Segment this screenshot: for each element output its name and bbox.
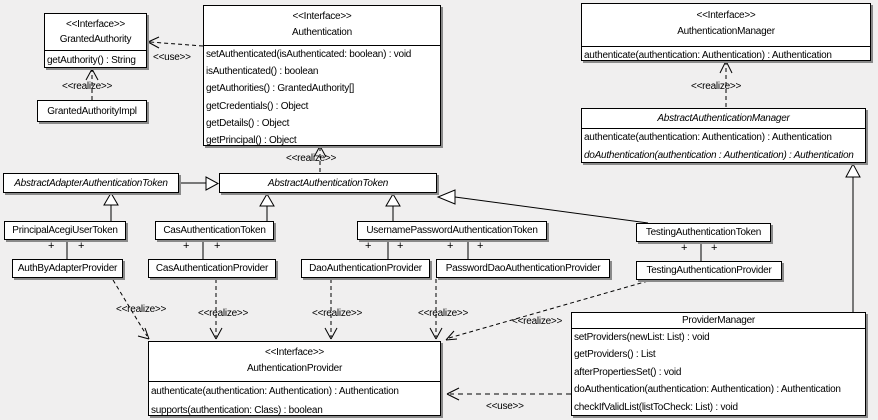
stereotype-label: <<Interface>>: [696, 10, 756, 21]
method-row: isAuthenticated() : boolean: [206, 66, 319, 78]
class-name: CasAuthenticationProvider: [155, 263, 269, 274]
class-name: AbstractAuthenticationManager: [657, 113, 790, 124]
multiplicity-label: +: [397, 240, 404, 252]
class-cas-authentication-token: CasAuthenticationToken: [155, 221, 274, 240]
class-granted-authority: <<Interface>> GrantedAuthority getAuthor…: [44, 13, 147, 68]
class-name: GrantedAuthority: [59, 34, 132, 45]
class-name: ProviderManager: [682, 315, 755, 326]
stereotype-label: <<Interface>>: [65, 19, 126, 30]
edge-realize-abstractauthenticationtoken: [313, 145, 327, 172]
method-row: authenticate(authentication: Authenticat…: [584, 50, 832, 61]
method-row: afterPropertiesSet() : void: [574, 366, 682, 378]
method-row: setProviders(newList: List) : void: [574, 332, 710, 343]
class-dao-authentication-provider: DaoAuthenticationProvider: [301, 259, 430, 278]
class-name: DaoAuthenticationProvider: [309, 263, 422, 274]
method-row: doAuthentication(authentication : Authen…: [584, 149, 854, 161]
edge-gen-abstractadapter-to-abstracttoken: [179, 176, 220, 191]
edge-label-realize: <<realize>>: [418, 308, 469, 319]
class-name: AbstractAuthenticationToken: [267, 177, 389, 189]
multiplicity-label: +: [183, 240, 190, 252]
class-auth-by-adapter-provider: AuthByAdapterProvider: [12, 259, 123, 278]
edge-gen-principalacegi: [103, 192, 119, 221]
class-principal-acegi-user-token: PrincipalAcegiUserToken: [4, 221, 126, 240]
edge-use-authentication-grantedauthority: [147, 36, 204, 49]
class-name: AbstractAdapterAuthenticationToken: [14, 177, 168, 189]
class-username-password-authentication-token: UsernamePasswordAuthenticationToken: [357, 221, 547, 240]
method-row: supports(authentication: Class) : boolea…: [151, 405, 323, 416]
class-name: GrantedAuthorityImpl: [47, 105, 137, 117]
class-authentication-manager: <<Interface>> AuthenticationManager auth…: [581, 3, 871, 61]
class-authentication: <<Interface>> Authentication setAuthenti…: [203, 5, 441, 146]
edge-label-realize: <<realize>>: [286, 153, 337, 164]
edge-label-use: <<use>>: [486, 401, 524, 412]
class-provider-manager: ProviderManager setProviders(newList: Li…: [571, 312, 866, 416]
class-abstract-authentication-manager: AbstractAuthenticationManager authentica…: [581, 108, 866, 163]
edge-use-providermanager-authenticationprovider: [446, 387, 571, 401]
method-row: getProviders() : List: [574, 349, 656, 361]
multiplicity-label: +: [711, 242, 718, 254]
class-authentication-provider: <<Interface>> AuthenticationProvider aut…: [148, 341, 441, 416]
multiplicity-label: +: [447, 240, 454, 252]
edge-label-realize: <<realize>>: [691, 81, 742, 92]
edge-gen-castoken: [259, 193, 275, 221]
class-name: UsernamePasswordAuthenticationToken: [366, 225, 538, 236]
class-name: AuthenticationManager: [677, 26, 775, 37]
edge-realize-testingprovider: [445, 280, 649, 341]
class-name: CasAuthenticationToken: [163, 225, 266, 236]
edge-label-realize: <<realize>>: [312, 308, 363, 319]
class-name: AuthenticationProvider: [246, 363, 343, 374]
class-testing-authentication-provider: TestingAuthenticationProvider: [636, 261, 782, 280]
class-name: TestingAuthenticationToken: [645, 227, 762, 238]
class-abstract-adapter-authentication-token: AbstractAdapterAuthenticationToken: [3, 173, 179, 193]
edge-realize-passworddaoprovider: [429, 279, 443, 340]
stereotype-label: <<Interface>>: [292, 11, 352, 22]
edge-gen-testingtoken: [436, 189, 649, 224]
multiplicity-label: +: [365, 240, 372, 252]
multiplicity-label: +: [681, 242, 688, 254]
class-name: AuthByAdapterProvider: [17, 263, 118, 274]
edge-gen-usernamepasswordtoken: [385, 193, 401, 221]
class-name: Authentication: [292, 27, 352, 38]
class-name: PasswordDaoAuthenticationProvider: [445, 263, 601, 274]
class-testing-authentication-token: TestingAuthenticationToken: [636, 223, 771, 242]
method-row: authenticate(authentication: Authenticat…: [151, 386, 399, 397]
class-password-dao-authentication-provider: PasswordDaoAuthenticationProvider: [436, 259, 610, 278]
class-cas-authentication-provider: CasAuthenticationProvider: [148, 259, 276, 278]
class-name: PrincipalAcegiUserToken: [12, 225, 118, 236]
class-abstract-authentication-token: AbstractAuthenticationToken: [219, 173, 437, 193]
multiplicity-label: +: [48, 240, 55, 252]
multiplicity-label: +: [477, 240, 484, 252]
stereotype-label: <<Interface>>: [264, 347, 325, 358]
method-row: setAuthenticated(isAuthenticated: boolea…: [206, 49, 412, 60]
edge-realize-casauthenticationprovider: [209, 279, 223, 340]
edge-label-use: <<use>>: [153, 52, 191, 63]
multiplicity-label: +: [78, 240, 85, 252]
edge-realize-authbyadapterprovider: [112, 279, 150, 340]
method-row: getCredentials() : Object: [206, 100, 309, 112]
method-row: getDetails() : Object: [206, 117, 290, 129]
method-row: authenticate(authentication: Authenticat…: [584, 132, 832, 143]
edge-realize-grantedauthorityimpl: [85, 68, 99, 100]
class-granted-authority-impl: GrantedAuthorityImpl: [37, 100, 147, 122]
method-row: getAuthorities() : GrantedAuthority[]: [206, 83, 355, 95]
edge-realize-abstractauthenticationmanager: [719, 60, 733, 107]
edge-label-realize: <<realize>>: [116, 304, 167, 315]
edge-label-realize: <<realize>>: [198, 308, 249, 319]
edge-gen-providermanager: [845, 162, 861, 312]
edge-label-realize: <<realize>>: [62, 81, 113, 92]
multiplicity-label: +: [214, 240, 221, 252]
class-name: TestingAuthenticationProvider: [646, 265, 772, 276]
edge-realize-daoauthenticationprovider: [324, 279, 338, 340]
method-row: getAuthority() : String: [47, 55, 136, 66]
method-row: doAuthentication(authentication: Authent…: [574, 384, 841, 396]
method-row: getPrincipal() : Object: [206, 134, 297, 146]
edge-label-realize: <<realize>>: [512, 316, 563, 327]
method-row: checkIfValidList(listToCheck: List) : vo…: [574, 401, 738, 413]
